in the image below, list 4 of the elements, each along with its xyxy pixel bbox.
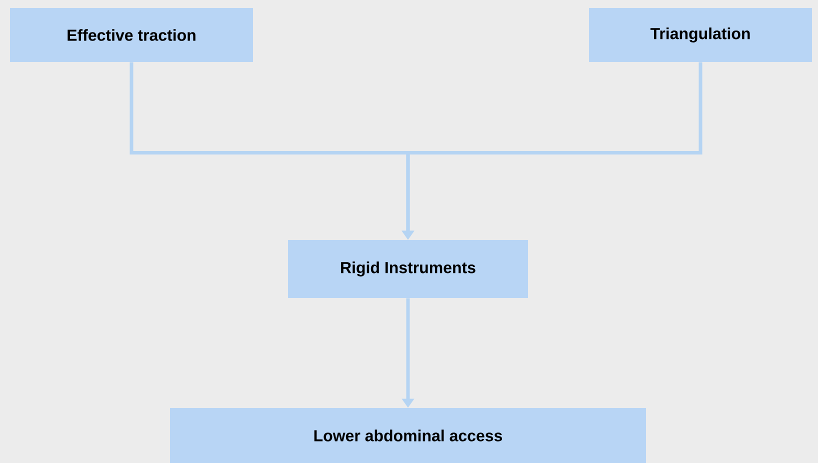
process-box: Effective traction	[10, 8, 253, 62]
process-box: Triangulation	[589, 8, 812, 62]
process-box: Rigid Instruments	[288, 240, 528, 298]
process-box: Lower abdominal access	[170, 408, 646, 463]
